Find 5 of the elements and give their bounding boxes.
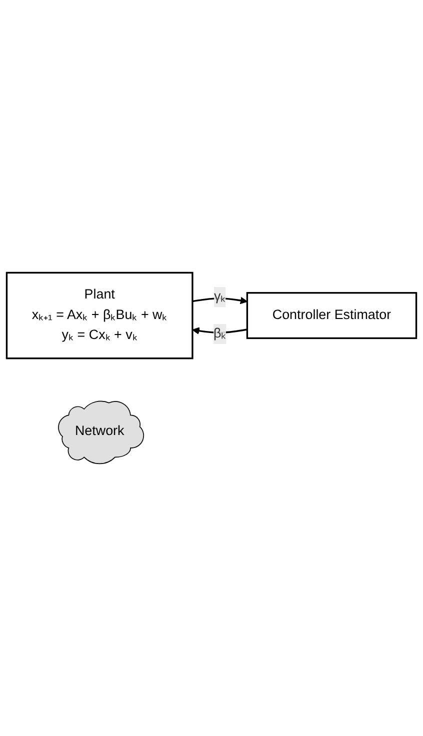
node-box: Controller Estimator <box>246 292 418 339</box>
node-box: Plant xₖ₊₁ = Axₖ + βₖBuₖ + wₖ yₖ = Cxₖ + vₖ <box>6 272 194 359</box>
edge-label: γₖ <box>214 289 226 304</box>
edge-label: βₖ <box>213 326 226 341</box>
arrow <box>192 326 248 334</box>
